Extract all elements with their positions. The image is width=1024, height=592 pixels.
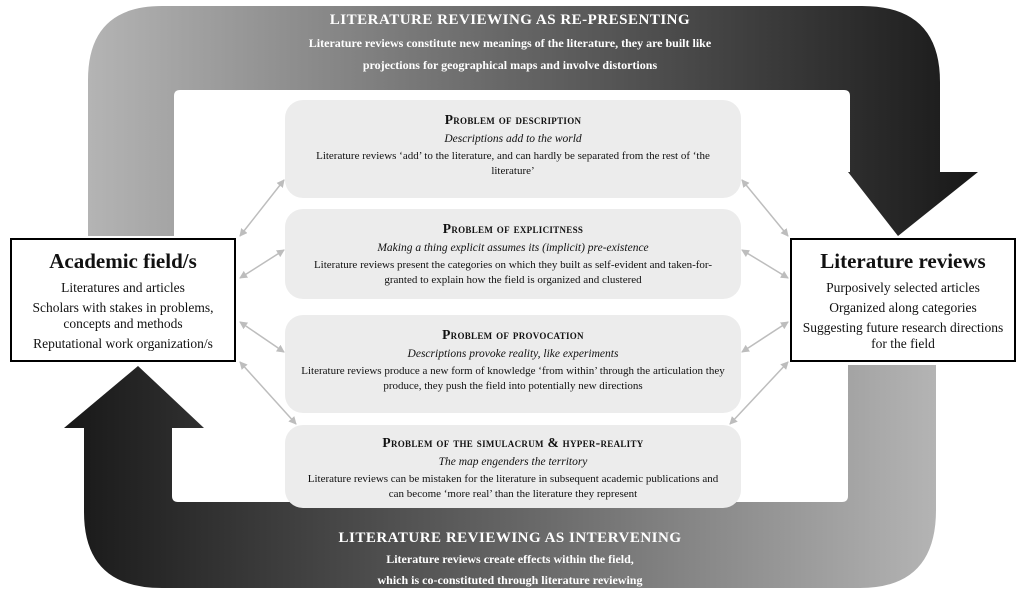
problem-simulacrum-body: Literature reviews can be mistaken for t… bbox=[307, 473, 719, 500]
bottom-band-line-2: which is co-constituted through literatu… bbox=[377, 573, 643, 587]
top-band-text: LITERATURE REVIEWING AS RE-PRESENTING Li… bbox=[230, 12, 790, 73]
connector-left-1 bbox=[239, 179, 285, 237]
connector-left-2 bbox=[239, 249, 285, 279]
bottom-band-line-1: Literature reviews create effects within… bbox=[386, 552, 634, 566]
connector-right-2 bbox=[741, 249, 789, 279]
top-band-arrow bbox=[88, 6, 978, 236]
problem-provocation-title: Problem of provocation bbox=[442, 327, 584, 342]
problem-description-subtitle: Descriptions add to the world bbox=[444, 133, 582, 145]
academic-field-line-2: Scholars with stakes in problems, concep… bbox=[32, 300, 214, 331]
problem-explicitness-title: Problem of explicitness bbox=[442, 221, 584, 236]
problem-explicitness-panel: Problem of explicitness Making a thing e… bbox=[285, 209, 741, 299]
problem-explicitness-body: Literature reviews present the categorie… bbox=[313, 259, 713, 286]
academic-field-title: Academic field/s bbox=[49, 249, 197, 273]
connector-right-1 bbox=[741, 179, 789, 237]
literature-reviews-line-3: Suggesting future research directions fo… bbox=[802, 320, 1004, 351]
problem-simulacrum-panel: Problem of the simulacrum & hyper-realit… bbox=[285, 425, 741, 508]
problem-description-body: Literature reviews ‘add’ to the literatu… bbox=[316, 150, 710, 177]
academic-field-line-1: Literatures and articles bbox=[61, 280, 185, 295]
connector-right-3 bbox=[741, 321, 789, 353]
problem-description-title: Problem of description bbox=[444, 112, 582, 127]
connector-left-4 bbox=[239, 361, 297, 425]
problem-simulacrum-subtitle: The map engenders the territory bbox=[438, 456, 588, 468]
problem-provocation-panel: Problem of provocation Descriptions prov… bbox=[285, 315, 741, 413]
literature-reviews-title: Literature reviews bbox=[820, 249, 986, 273]
top-band-line-1: Literature reviews constitute new meanin… bbox=[308, 36, 712, 50]
academic-field-line-3: Reputational work organization/s bbox=[33, 336, 213, 351]
problem-provocation-body: Literature reviews produce a new form of… bbox=[301, 365, 725, 392]
problem-provocation-subtitle: Descriptions provoke reality, like exper… bbox=[407, 348, 619, 360]
literature-reviews-line-1: Purposively selected articles bbox=[826, 280, 980, 295]
academic-field-box: Academic field/s Literatures and article… bbox=[10, 238, 236, 362]
problem-description-panel: Problem of description Descriptions add … bbox=[285, 100, 741, 198]
problem-explicitness-subtitle: Making a thing explicit assumes its (imp… bbox=[377, 242, 649, 254]
top-band-title: LITERATURE REVIEWING AS RE-PRESENTING bbox=[329, 12, 691, 28]
connector-right-4 bbox=[729, 361, 789, 425]
problem-simulacrum-title: Problem of the simulacrum & hyper-realit… bbox=[382, 435, 644, 450]
bottom-band-title: LITERATURE REVIEWING AS INTERVENING bbox=[338, 530, 682, 546]
connector-left-3 bbox=[239, 321, 285, 353]
top-band-line-2: projections for geographical maps and in… bbox=[362, 58, 658, 72]
connector-group bbox=[239, 179, 789, 425]
bottom-band-arrow bbox=[64, 365, 936, 588]
bottom-band-text: LITERATURE REVIEWING AS INTERVENING Lite… bbox=[230, 530, 790, 589]
literature-reviews-box: Literature reviews Purposively selected … bbox=[790, 238, 1016, 362]
literature-reviews-line-2: Organized along categories bbox=[829, 300, 977, 315]
